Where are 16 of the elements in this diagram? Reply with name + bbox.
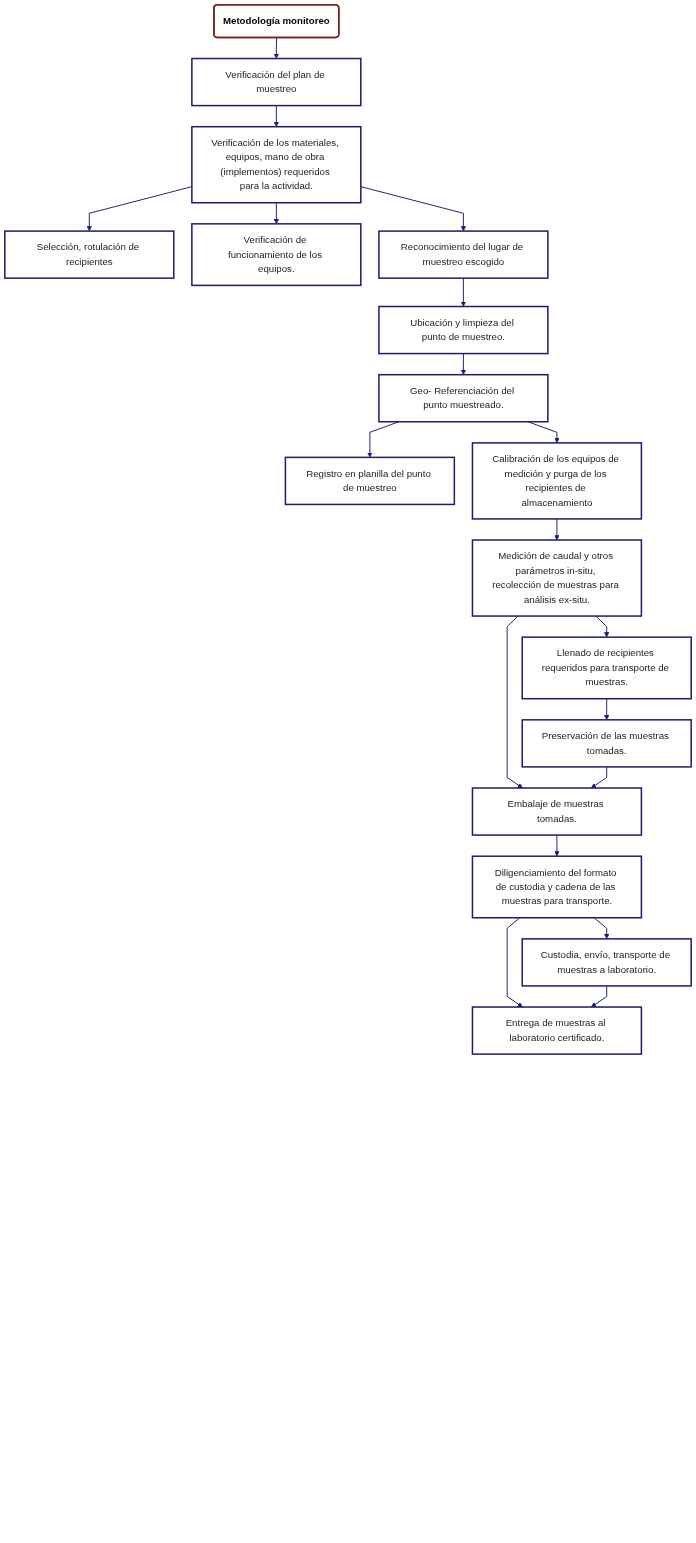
node-box: Entrega de muestras al laboratorio certificado. (471, 1006, 643, 1055)
node-box: Preservación de las muestras tomadas. (521, 719, 692, 768)
node-box: Verificación de los materiales, equipos, mano de obra (implementos) requeridos para la actividad. (191, 125, 362, 204)
node-box: Embalaje de muestras tomadas. (471, 787, 643, 836)
node-box: Custodia, envío, transporte de muestras a laboratorio. (521, 938, 692, 987)
node-box: Verificación del plan de muestreo (191, 57, 362, 107)
node-box: Calibración de los equipos de medición y purga de los recipientes de almacenamiento (471, 442, 643, 520)
node-box: Llenado de recipientes requeridos para transporte de muestras. (521, 636, 692, 700)
node-box: Verificación de funcionamiento de los equipos. (191, 223, 362, 287)
node-box: Ubicación y limpieza del punto de muestreo. (378, 305, 549, 355)
node-box: Selección, rotulación de recipientes (4, 230, 175, 279)
node-box: Registro en planilla del punto de muestreo (284, 456, 456, 506)
node-box: Reconocimiento del lugar de muestreo escogido (378, 230, 549, 279)
node-box: Diligenciamiento del formato de custodia y cadena de las muestras para transporte. (471, 855, 643, 919)
node-box: Medición de caudal y otros parámetros in-situ, recolección de muestras para análisis ex-situ. (471, 539, 643, 617)
node-box: Geo- Referenciación del punto muestreado. (378, 373, 549, 423)
